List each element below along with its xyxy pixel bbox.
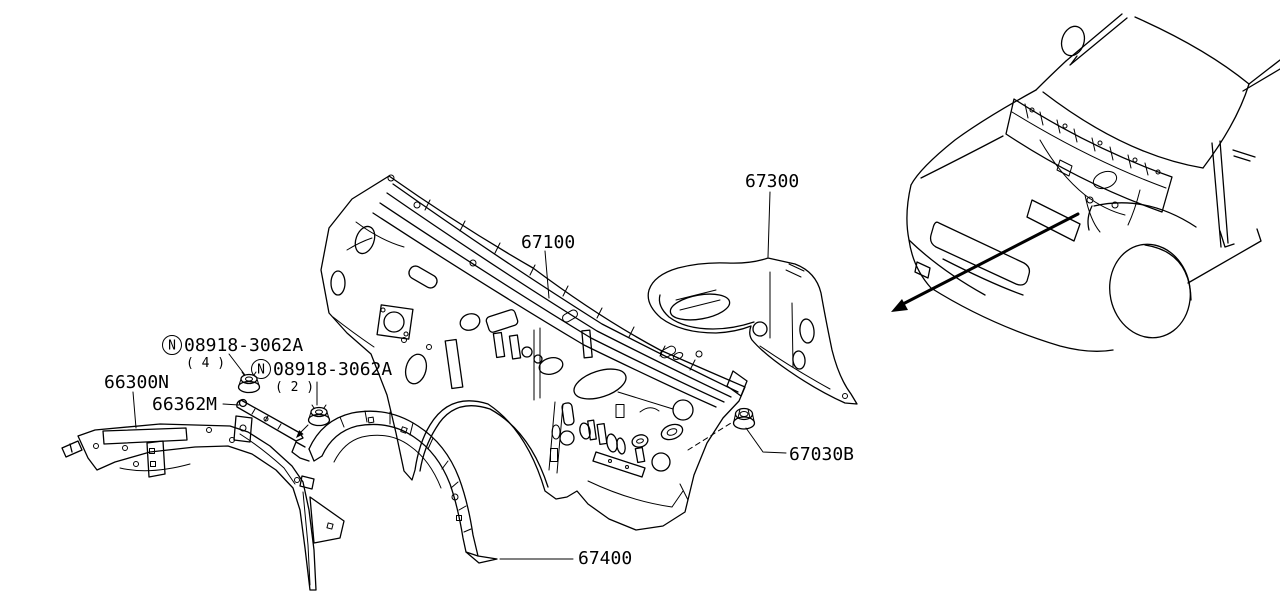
part-label-67100[interactable]: 67100: [521, 232, 575, 253]
clip-nut-icon-a: [237, 371, 261, 394]
leader-lines: [132, 191, 787, 560]
location-arrow: [891, 212, 1080, 312]
circled-n-icon: [162, 335, 182, 355]
car-inset-illustration: [906, 13, 1280, 352]
cowl-side-66300N-drawing: [61, 415, 345, 591]
fastener-b-qty: ( 2 ): [275, 380, 314, 395]
part-label-66362M[interactable]: 66362M: [152, 394, 217, 415]
part-label-67030B[interactable]: 67030B: [789, 444, 854, 465]
clip-nut-icon-b: [307, 404, 331, 427]
dash-panel-67100-drawing: [320, 174, 748, 531]
part-label-67400[interactable]: 67400: [578, 548, 632, 569]
nut-icon-67030B: [732, 407, 756, 430]
fastener-a-qty: ( 4 ): [186, 356, 225, 371]
dash-lower-67400-drawing: [291, 410, 498, 564]
fastener-a-number[interactable]: 08918-3062A: [184, 335, 303, 356]
fastener-label-b[interactable]: N 08918-3062A ( 2 ): [251, 359, 393, 395]
fastener-label-a[interactable]: N 08918-3062A ( 4 ): [162, 335, 304, 371]
dash-side-panel-67300-drawing: [647, 257, 858, 405]
circled-n-letter: N: [168, 339, 176, 354]
circled-n-icon: [251, 359, 271, 379]
circled-n-letter: N: [257, 363, 265, 378]
fastener-b-number[interactable]: 08918-3062A: [273, 359, 392, 380]
brace-66362M-drawing: [236, 398, 309, 442]
part-label-66300N[interactable]: 66300N: [104, 372, 169, 393]
part-label-67300[interactable]: 67300: [745, 171, 799, 192]
